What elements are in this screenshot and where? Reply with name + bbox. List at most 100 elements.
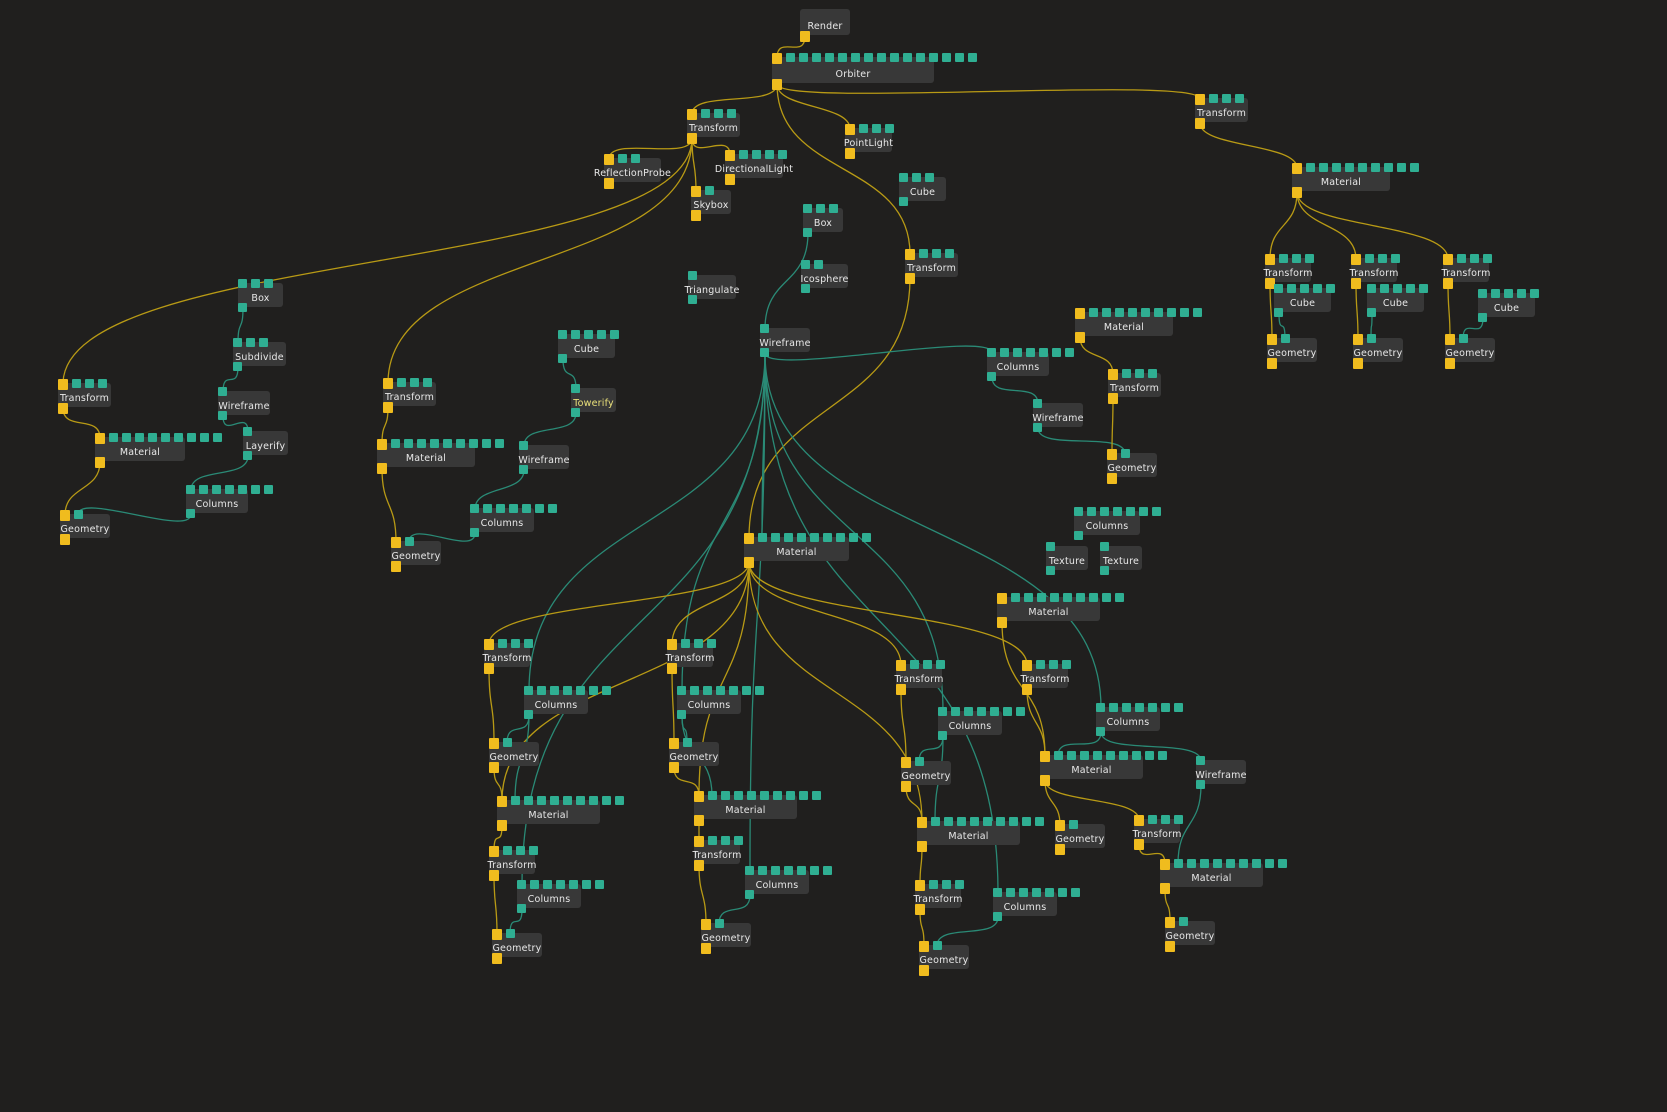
teal-output-port-icon[interactable] [243,451,252,460]
node-input-ports[interactable] [1100,542,1109,551]
node-output-ports[interactable] [519,465,528,474]
node-input-ports[interactable] [489,738,512,749]
node-input-ports[interactable] [691,186,714,197]
teal-input-port-icon[interactable] [615,796,624,805]
teal-input-port-icon[interactable] [929,880,938,889]
teal-output-port-icon[interactable] [745,890,754,899]
yellow-input-port-icon[interactable] [58,379,68,390]
node-output-ports[interactable] [492,953,502,964]
node-output-ports[interactable] [558,354,567,363]
node-material[interactable]: Material [1075,308,1202,343]
teal-input-port-icon[interactable] [1504,289,1513,298]
node-output-ports[interactable] [1055,844,1065,855]
node-geometry[interactable]: Geometry [1107,449,1157,484]
teal-input-port-icon[interactable] [1213,859,1222,868]
teal-input-port-icon[interactable] [734,791,743,800]
node-columns[interactable]: Columns [745,866,832,899]
node-output-ports[interactable] [938,731,947,740]
node-input-ports[interactable] [1046,542,1055,551]
node-output-ports[interactable] [667,663,677,674]
teal-input-port-icon[interactable] [1393,284,1402,293]
node-output-ports[interactable] [1265,278,1275,289]
node-input-ports[interactable] [1274,284,1335,293]
node-input-ports[interactable] [915,880,964,891]
node-input-ports[interactable] [688,271,697,280]
node-pointlight[interactable]: PointLight [844,124,894,159]
teal-input-port-icon[interactable] [1087,507,1096,516]
node-columns[interactable]: Columns [1096,703,1183,736]
yellow-input-port-icon[interactable] [484,639,494,650]
node-layerify[interactable]: Layerify [243,427,288,460]
node-transform[interactable]: Transform [894,660,945,695]
teal-input-port-icon[interactable] [771,533,780,542]
teal-input-port-icon[interactable] [524,796,533,805]
teal-input-port-icon[interactable] [509,504,518,513]
teal-input-port-icon[interactable] [760,791,769,800]
teal-input-port-icon[interactable] [584,330,593,339]
node-geometry[interactable]: Geometry [701,919,751,954]
node-subdivide[interactable]: Subdivide [233,338,286,371]
node-wireframe[interactable]: Wireframe [518,441,569,474]
node-output-ports[interactable] [800,31,810,42]
teal-output-port-icon[interactable] [1196,780,1205,789]
teal-input-port-icon[interactable] [1119,751,1128,760]
yellow-output-port-icon[interactable] [492,953,502,964]
teal-input-port-icon[interactable] [618,154,627,163]
node-icosphere[interactable]: Icosphere [800,260,848,293]
teal-input-port-icon[interactable] [1006,888,1015,897]
teal-input-port-icon[interactable] [1193,308,1202,317]
yellow-output-port-icon[interactable] [896,684,906,695]
node-geometry[interactable]: Geometry [1165,917,1215,952]
teal-output-port-icon[interactable] [186,509,195,518]
teal-input-port-icon[interactable] [1326,284,1335,293]
node-input-ports[interactable] [383,378,432,389]
teal-input-port-icon[interactable] [933,941,942,950]
yellow-input-port-icon[interactable] [701,919,711,930]
teal-input-port-icon[interactable] [1009,817,1018,826]
yellow-output-port-icon[interactable] [905,273,915,284]
node-input-ports[interactable] [701,919,724,930]
yellow-output-port-icon[interactable] [60,534,70,545]
teal-input-port-icon[interactable] [1000,348,1009,357]
node-geometry[interactable]: Geometry [60,510,110,545]
yellow-input-port-icon[interactable] [1107,449,1117,460]
teal-input-port-icon[interactable] [1332,163,1341,172]
teal-input-port-icon[interactable] [1358,163,1367,172]
node-output-ports[interactable] [1267,358,1277,369]
node-transform[interactable]: Transform [1020,660,1071,695]
node-material[interactable]: Material [694,791,821,826]
teal-input-port-icon[interactable] [1089,308,1098,317]
yellow-output-port-icon[interactable] [1195,118,1205,129]
yellow-output-port-icon[interactable] [383,402,393,413]
node-wireframe[interactable]: Wireframe [759,324,810,357]
teal-input-port-icon[interactable] [610,330,619,339]
node-output-ports[interactable] [1075,332,1085,343]
yellow-output-port-icon[interactable] [95,457,105,468]
teal-input-port-icon[interactable] [1058,888,1067,897]
teal-input-port-icon[interactable] [1265,859,1274,868]
teal-output-port-icon[interactable] [524,710,533,719]
node-output-ports[interactable] [604,178,614,189]
node-output-ports[interactable] [694,860,704,871]
teal-input-port-icon[interactable] [548,504,557,513]
teal-input-port-icon[interactable] [1367,284,1376,293]
teal-input-port-icon[interactable] [1391,254,1400,263]
yellow-output-port-icon[interactable] [694,815,704,826]
node-directionallight[interactable]: DirectionalLight [715,150,793,185]
yellow-output-port-icon[interactable] [772,79,782,90]
yellow-input-port-icon[interactable] [1134,815,1144,826]
teal-input-port-icon[interactable] [1037,593,1046,602]
teal-input-port-icon[interactable] [576,686,585,695]
node-geometry[interactable]: Geometry [1353,334,1403,369]
node-output-ports[interactable] [694,815,704,826]
node-input-ports[interactable] [694,791,821,802]
teal-input-port-icon[interactable] [936,660,945,669]
teal-output-port-icon[interactable] [238,303,247,312]
node-input-ports[interactable] [1107,449,1130,460]
teal-input-port-icon[interactable] [550,796,559,805]
teal-input-port-icon[interactable] [681,639,690,648]
teal-input-port-icon[interactable] [812,53,821,62]
teal-output-port-icon[interactable] [1046,566,1055,575]
yellow-output-port-icon[interactable] [1075,332,1085,343]
teal-input-port-icon[interactable] [977,707,986,716]
